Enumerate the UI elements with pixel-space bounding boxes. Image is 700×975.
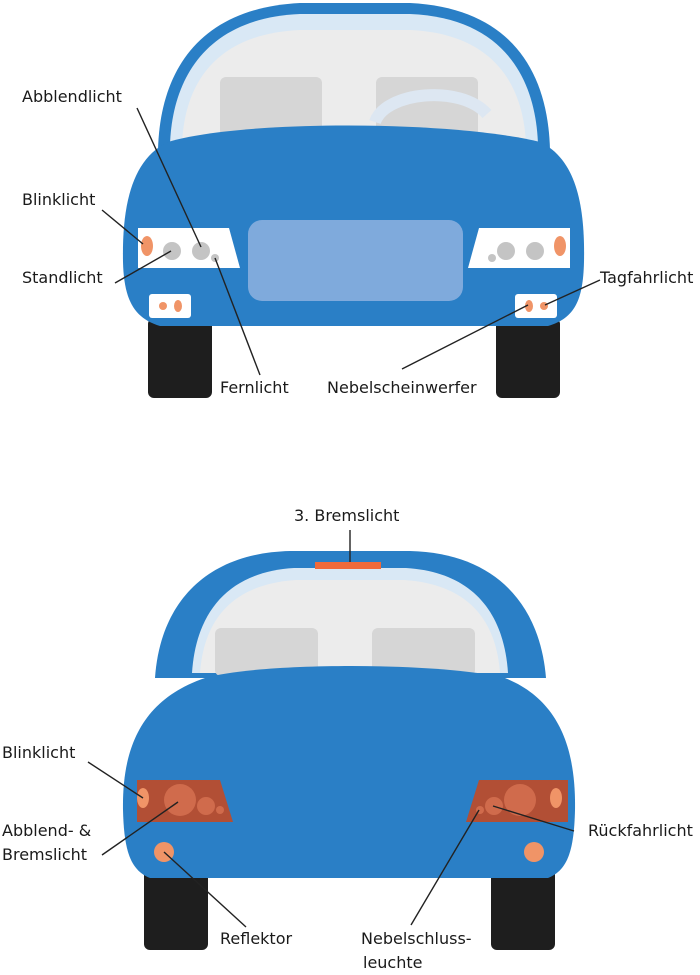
drl-left bbox=[174, 300, 182, 312]
headlight-left-housing bbox=[138, 228, 240, 268]
fog-light-left bbox=[159, 302, 167, 310]
turn-signal-rear-right bbox=[550, 788, 562, 808]
rear-leader-lines bbox=[87, 530, 575, 928]
label-abblend-line2: Bremslicht bbox=[2, 845, 87, 864]
turn-signal-front-right bbox=[554, 236, 566, 256]
label-rueckfahrlicht: Rückfahrlicht bbox=[588, 821, 693, 840]
label-fernlicht: Fernlicht bbox=[220, 378, 289, 397]
label-bremslicht-3: 3. Bremslicht bbox=[294, 506, 399, 525]
rear-body bbox=[122, 666, 576, 878]
rear-car bbox=[122, 551, 576, 950]
rear-seat-right bbox=[372, 628, 475, 676]
label-abblend-line1: Abblend- & bbox=[2, 821, 91, 840]
license-plate bbox=[248, 220, 463, 301]
fog-light-right bbox=[525, 300, 533, 312]
label-reflektor: Reflektor bbox=[220, 929, 292, 948]
front-tire-right bbox=[496, 318, 560, 398]
label-standlicht: Standlicht bbox=[22, 268, 103, 287]
rear-seat-left bbox=[215, 628, 318, 676]
reflector-right bbox=[524, 842, 544, 862]
parking-light-left bbox=[163, 242, 181, 260]
label-blinklicht-front: Blinklicht bbox=[22, 190, 95, 209]
label-nebel-line1: Nebelschluss- bbox=[361, 929, 472, 948]
fog-light-left-housing bbox=[149, 294, 191, 318]
label-blinklicht-rear: Blinklicht bbox=[2, 743, 75, 762]
low-beam-left bbox=[192, 242, 210, 260]
drl-right bbox=[540, 302, 548, 310]
low-beam-right bbox=[497, 242, 515, 260]
brake-light-left bbox=[164, 784, 196, 816]
label-tagfahrlicht: Tagfahrlicht bbox=[599, 268, 693, 287]
fog-light-right-housing bbox=[515, 294, 557, 318]
label-nebelscheinwerfer: Nebelscheinwerfer bbox=[327, 378, 477, 397]
front-leader-lines bbox=[101, 107, 601, 376]
brake-light-left-small bbox=[197, 797, 215, 815]
turn-signal-front-left bbox=[141, 236, 153, 256]
steering-wheel-icon bbox=[369, 89, 492, 125]
front-tire-left bbox=[148, 318, 212, 398]
label-abblendlicht: Abblendlicht bbox=[22, 87, 122, 106]
label-nebel-line2: leuchte bbox=[363, 953, 422, 972]
brake-light-right bbox=[504, 784, 536, 816]
brake-light-left-dot bbox=[216, 806, 224, 814]
rear-tire-left bbox=[144, 868, 208, 950]
high-beam-right bbox=[488, 254, 496, 262]
rear-tire-right bbox=[491, 868, 555, 950]
front-car bbox=[122, 3, 585, 398]
parking-light-right bbox=[526, 242, 544, 260]
third-brake-light bbox=[315, 562, 381, 569]
